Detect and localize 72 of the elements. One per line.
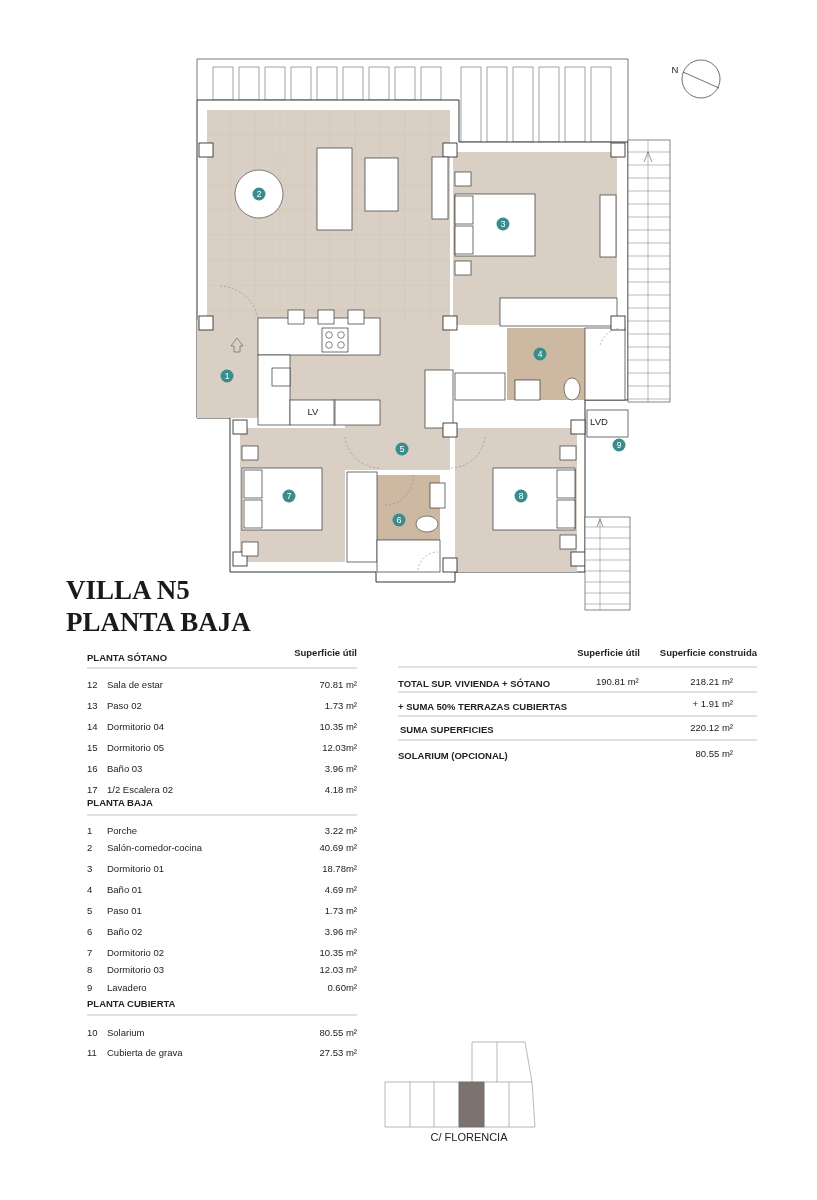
area-value: 40.69 m² bbox=[319, 842, 357, 854]
column-header: Superficie útil bbox=[294, 647, 357, 659]
room-name: Dormitorio 04 bbox=[107, 721, 165, 733]
room-number: 7 bbox=[87, 947, 93, 959]
room-name: Baño 01 bbox=[107, 884, 143, 896]
area-value: 80.55 m² bbox=[319, 1027, 357, 1039]
room-number: 16 bbox=[87, 763, 98, 775]
cabinet-label: LV bbox=[307, 406, 319, 418]
room-number: 14 bbox=[87, 721, 98, 733]
area-value: 1.73 m² bbox=[324, 905, 357, 917]
area-value: 80.55 m² bbox=[695, 748, 733, 760]
room-number: 17 bbox=[87, 784, 98, 796]
row-heading: SOLARIUM (OPCIONAL) bbox=[398, 750, 508, 762]
room-number: 8 bbox=[87, 964, 93, 976]
area-value: 218.21 m² bbox=[690, 676, 733, 688]
area-value: 18.78m² bbox=[322, 863, 357, 875]
room-name: Baño 02 bbox=[107, 926, 143, 938]
room-name: Baño 03 bbox=[107, 763, 143, 775]
area-value: + 1.91 m² bbox=[692, 698, 733, 710]
room-number: 4 bbox=[87, 884, 93, 896]
compass-label: N bbox=[671, 64, 679, 76]
area-value: 4.18 m² bbox=[324, 784, 357, 796]
area-value: 12.03m² bbox=[322, 742, 357, 754]
room-number: 11 bbox=[87, 1047, 97, 1059]
room-name: Paso 01 bbox=[107, 905, 142, 917]
area-value: 220.12 m² bbox=[690, 722, 733, 734]
room-number: 2 bbox=[87, 842, 93, 854]
room-name: Dormitorio 01 bbox=[107, 863, 165, 875]
area-value: 10.35 m² bbox=[319, 721, 357, 733]
room-name: Salón-comedor-cocina bbox=[107, 842, 203, 854]
room-number: 15 bbox=[87, 742, 98, 754]
area-value: 190.81 m² bbox=[596, 676, 639, 688]
row-heading: TOTAL SUP. VIVIENDA + SÓTANO bbox=[398, 678, 551, 690]
room-number: 9 bbox=[87, 982, 93, 994]
room-number: 3 bbox=[87, 863, 93, 875]
room-number: 1 bbox=[87, 825, 93, 837]
section-heading: PLANTA BAJA bbox=[87, 797, 153, 809]
room-name: Dormitorio 03 bbox=[107, 964, 165, 976]
area-value: 70.81 m² bbox=[319, 679, 357, 691]
room-number: 6 bbox=[87, 926, 93, 938]
area-value: 0.60m² bbox=[327, 982, 357, 994]
area-value: 27.53 m² bbox=[319, 1047, 357, 1059]
room-name: Lavadero bbox=[107, 982, 147, 994]
room-number: 12 bbox=[87, 679, 98, 691]
room-number: 5 bbox=[87, 905, 93, 917]
section-heading: PLANTA CUBIERTA bbox=[87, 998, 176, 1010]
column-header: Superficie construida bbox=[659, 647, 757, 659]
room-name: Sala de estar bbox=[107, 679, 163, 691]
room-name: Solarium bbox=[107, 1027, 145, 1039]
section-heading: PLANTA SÓTANO bbox=[87, 652, 168, 664]
cabinet-label: LVD bbox=[590, 416, 608, 428]
room-name: Dormitorio 02 bbox=[107, 947, 165, 959]
area-value: 3.96 m² bbox=[324, 926, 357, 938]
room-name: 1/2 Escalera 02 bbox=[107, 784, 173, 796]
room-name: Paso 02 bbox=[107, 700, 142, 712]
room-number-marker: 9 bbox=[612, 438, 626, 452]
street-name: C/ FLORENCIA bbox=[430, 1130, 508, 1144]
column-header: Superficie útil bbox=[577, 647, 640, 659]
area-value: 10.35 m² bbox=[319, 947, 357, 959]
row-heading: + SUMA 50% TERRAZAS CUBIERTAS bbox=[398, 701, 568, 713]
title: VILLA N5 PLANTA BAJA bbox=[66, 574, 252, 638]
area-value: 4.69 m² bbox=[324, 884, 357, 896]
room-number: 13 bbox=[87, 700, 98, 712]
room-number: 10 bbox=[87, 1027, 98, 1039]
area-value: 12.03 m² bbox=[319, 964, 357, 976]
area-value: 3.22 m² bbox=[324, 825, 357, 837]
row-heading: SUMA SUPERFICIES bbox=[400, 724, 494, 736]
room-name: Dormitorio 05 bbox=[107, 742, 165, 754]
room-name: Cubierta de grava bbox=[107, 1047, 183, 1059]
area-value: 1.73 m² bbox=[324, 700, 357, 712]
area-value: 3.96 m² bbox=[324, 763, 357, 775]
room-name: Porche bbox=[107, 825, 138, 837]
